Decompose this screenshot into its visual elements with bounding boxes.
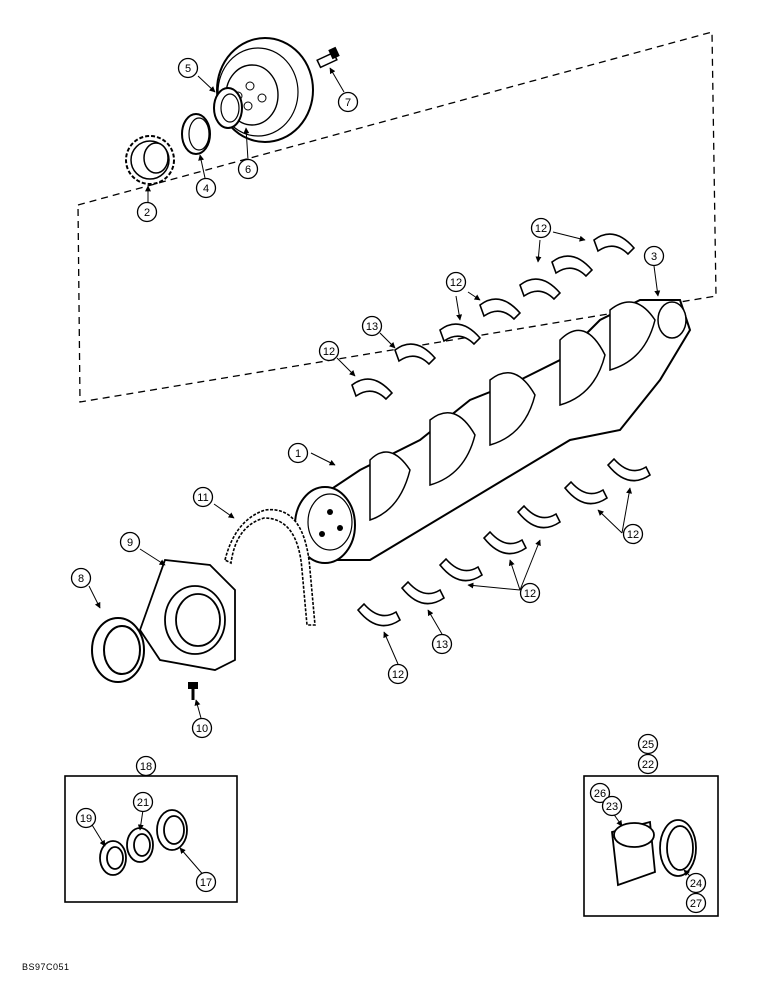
- sleeve-kit-box-right: [583, 775, 719, 917]
- callout-13b: 13: [431, 633, 453, 655]
- callout-12d: 12: [622, 523, 644, 545]
- callout-12c: 12: [318, 340, 340, 362]
- dashed-group-outline: [77, 31, 717, 403]
- callout-4: 4: [195, 177, 217, 199]
- callout-25: 25: [637, 733, 659, 755]
- svg-text:9: 9: [127, 537, 133, 549]
- callout-19: 19: [75, 807, 97, 829]
- svg-text:23: 23: [606, 801, 618, 813]
- callout-8: 8: [70, 567, 92, 589]
- wear-ring: [181, 113, 211, 155]
- svg-text:6: 6: [245, 164, 251, 176]
- callout-27: 27: [685, 892, 707, 914]
- callout-10: 10: [191, 717, 213, 739]
- kit-right-parts: [611, 819, 697, 887]
- callout-24: 24: [685, 872, 707, 894]
- svg-text:24: 24: [690, 878, 702, 890]
- svg-text:17: 17: [200, 877, 212, 889]
- callout-1: 1: [287, 442, 309, 464]
- callout-17: 17: [195, 871, 217, 893]
- svg-text:25: 25: [642, 739, 654, 751]
- upper-bearing-shells: [351, 233, 636, 401]
- callout-22: 22: [637, 753, 659, 775]
- callouts: 1 2 3 4 5 6 7 8 9 10 11 12 12 12 12 12 1…: [70, 57, 707, 914]
- crankshaft-gear: [125, 135, 175, 185]
- housing-bolt: [188, 682, 198, 700]
- svg-text:26: 26: [594, 788, 606, 800]
- svg-text:3: 3: [651, 251, 657, 263]
- svg-text:19: 19: [80, 813, 92, 825]
- callout-12f: 12: [387, 663, 409, 685]
- svg-text:7: 7: [345, 97, 351, 109]
- callout-13a: 13: [361, 315, 383, 337]
- callout-3: 3: [643, 245, 665, 267]
- kit-left-parts: [99, 809, 188, 876]
- callout-21: 21: [132, 791, 154, 813]
- svg-text:27: 27: [690, 898, 702, 910]
- callout-26: 26: [589, 782, 611, 804]
- svg-text:22: 22: [642, 759, 654, 771]
- svg-text:18: 18: [140, 761, 152, 773]
- rear-gasket: [224, 508, 316, 626]
- svg-text:12: 12: [392, 669, 404, 681]
- callout-11: 11: [192, 486, 214, 508]
- front-seal: [213, 87, 243, 129]
- svg-text:2: 2: [144, 207, 150, 219]
- callout-6: 6: [237, 158, 259, 180]
- callout-9: 9: [119, 531, 141, 553]
- svg-text:21: 21: [137, 797, 149, 809]
- svg-text:12: 12: [524, 588, 536, 600]
- svg-text:12: 12: [450, 277, 462, 289]
- svg-text:8: 8: [78, 573, 84, 585]
- seal-kit-box-left: [64, 775, 238, 903]
- callout-5: 5: [177, 57, 199, 79]
- crankshaft: [294, 299, 692, 564]
- pulley-bolt: [316, 46, 340, 69]
- svg-text:10: 10: [196, 723, 208, 735]
- callout-12e: 12: [519, 582, 541, 604]
- callout-12b: 12: [445, 271, 467, 293]
- callout-18: 18: [135, 755, 157, 777]
- svg-text:1: 1: [295, 448, 301, 460]
- svg-text:4: 4: [203, 183, 209, 195]
- svg-text:13: 13: [436, 639, 448, 651]
- svg-text:12: 12: [535, 223, 547, 235]
- svg-text:13: 13: [366, 321, 378, 333]
- figure-code: BS97C051: [22, 962, 70, 972]
- svg-text:12: 12: [323, 346, 335, 358]
- rear-seal: [91, 617, 145, 683]
- callout-7: 7: [337, 91, 359, 113]
- callout-23: 23: [601, 795, 623, 817]
- svg-text:12: 12: [627, 529, 639, 541]
- svg-text:11: 11: [197, 492, 208, 504]
- callout-2: 2: [136, 201, 158, 223]
- svg-text:5: 5: [185, 63, 191, 75]
- callout-12a: 12: [530, 217, 552, 239]
- lower-bearing-shells: [356, 457, 652, 627]
- rear-seal-housing: [139, 559, 236, 671]
